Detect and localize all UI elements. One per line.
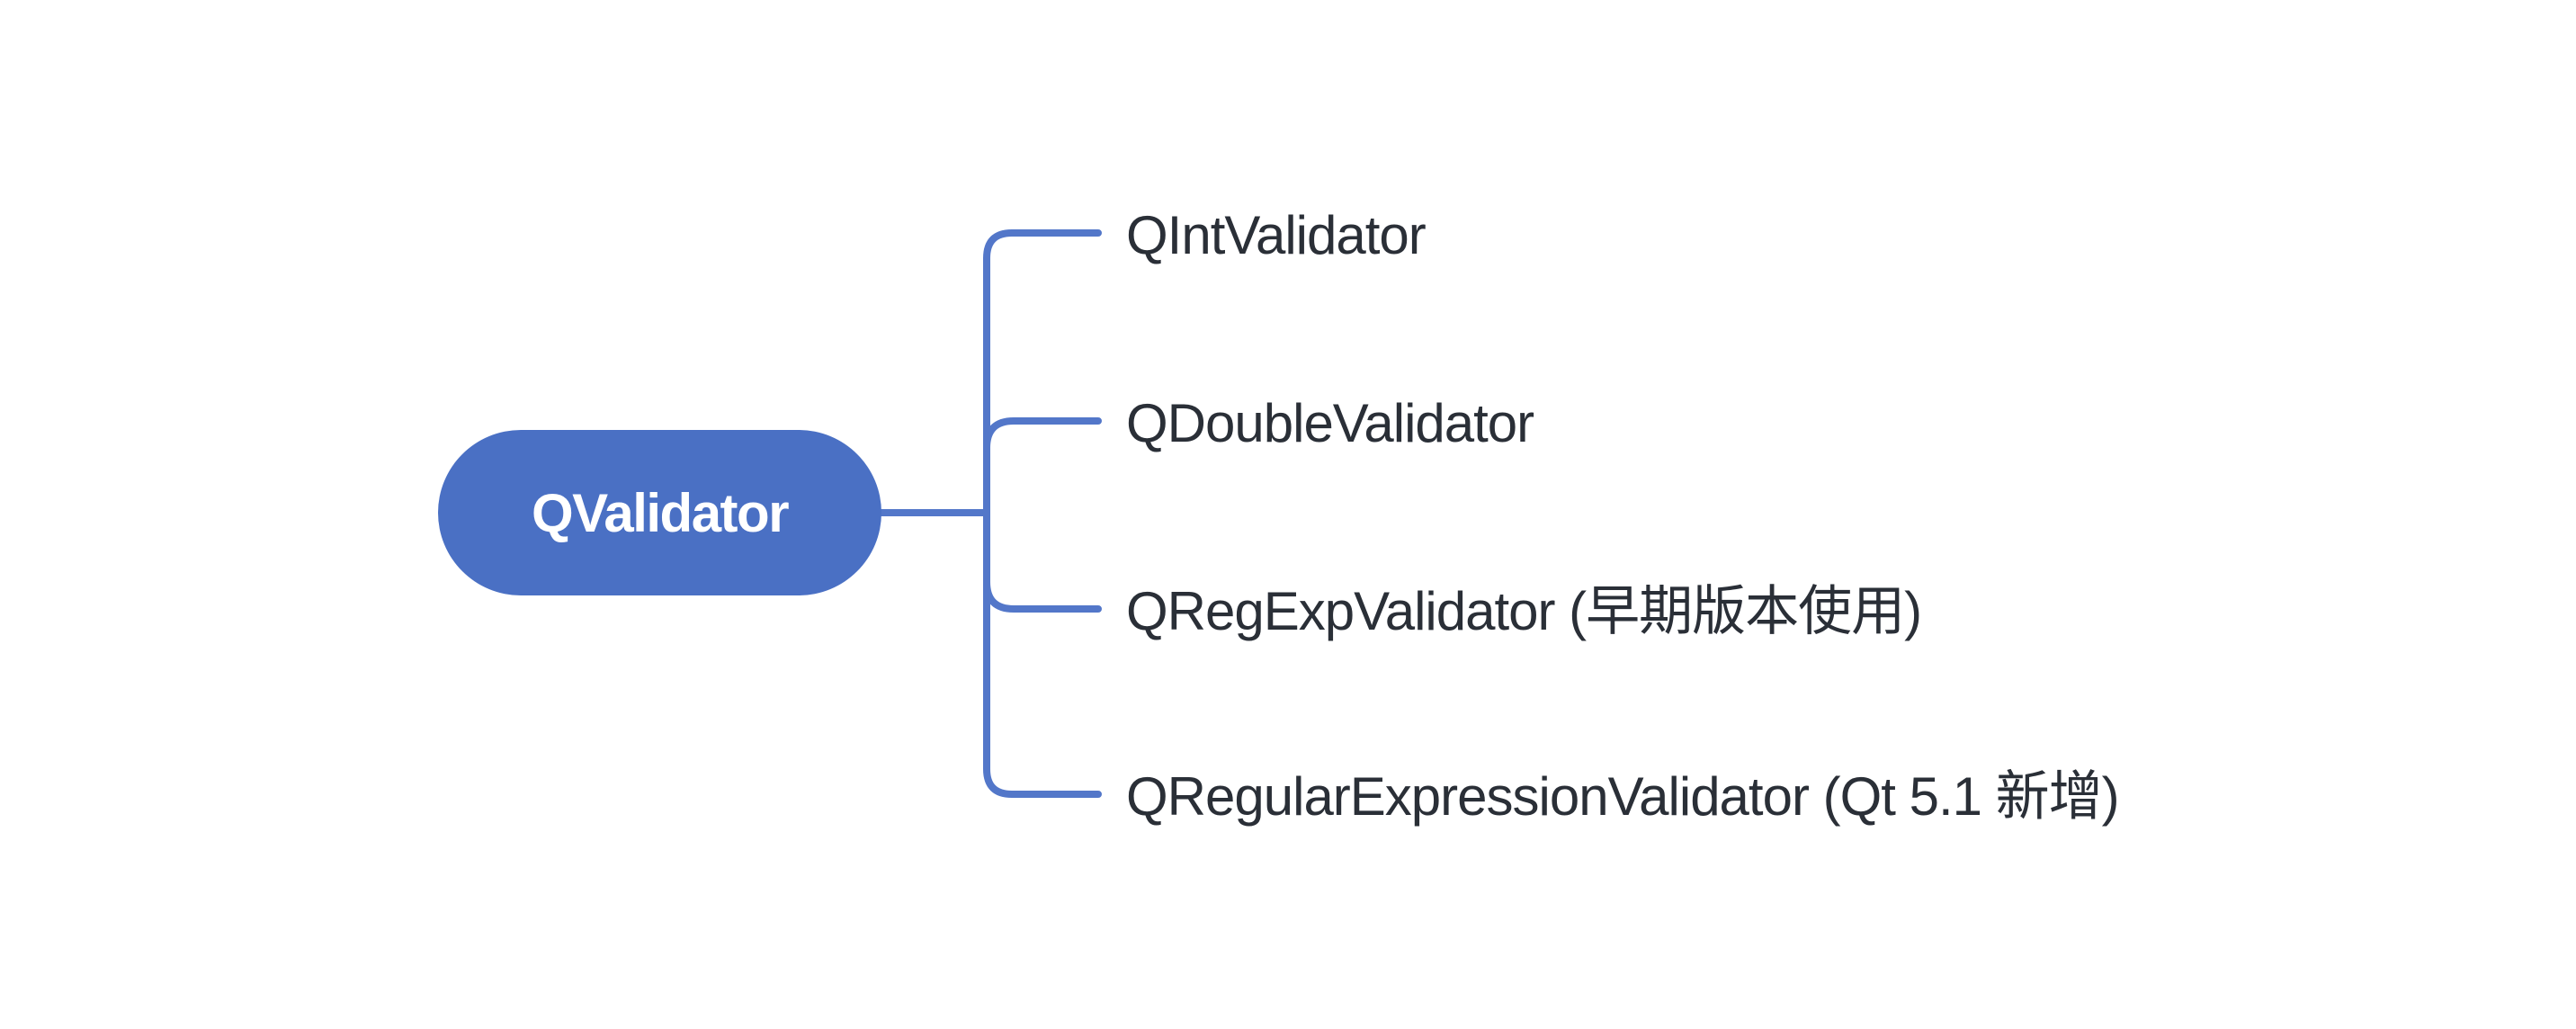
root-node-label: QValidator	[531, 482, 790, 543]
connector-branch-2	[983, 417, 1102, 452]
child-node-qintvalidator[interactable]: QIntValidator	[1126, 205, 1427, 265]
connector-trunk	[983, 229, 1102, 798]
child-node-qregexpvalidator[interactable]: QRegExpValidator (早期版本使用)	[1126, 581, 1922, 641]
root-node-qvalidator[interactable]: QValidator	[438, 430, 881, 595]
child-node-qregularexpressionvalidator[interactable]: QRegularExpressionValidator (Qt 5.1 新增)	[1126, 766, 2120, 827]
connector-branch-3	[983, 578, 1102, 613]
child-node-qdoublevalidator[interactable]: QDoubleValidator	[1126, 393, 1534, 453]
